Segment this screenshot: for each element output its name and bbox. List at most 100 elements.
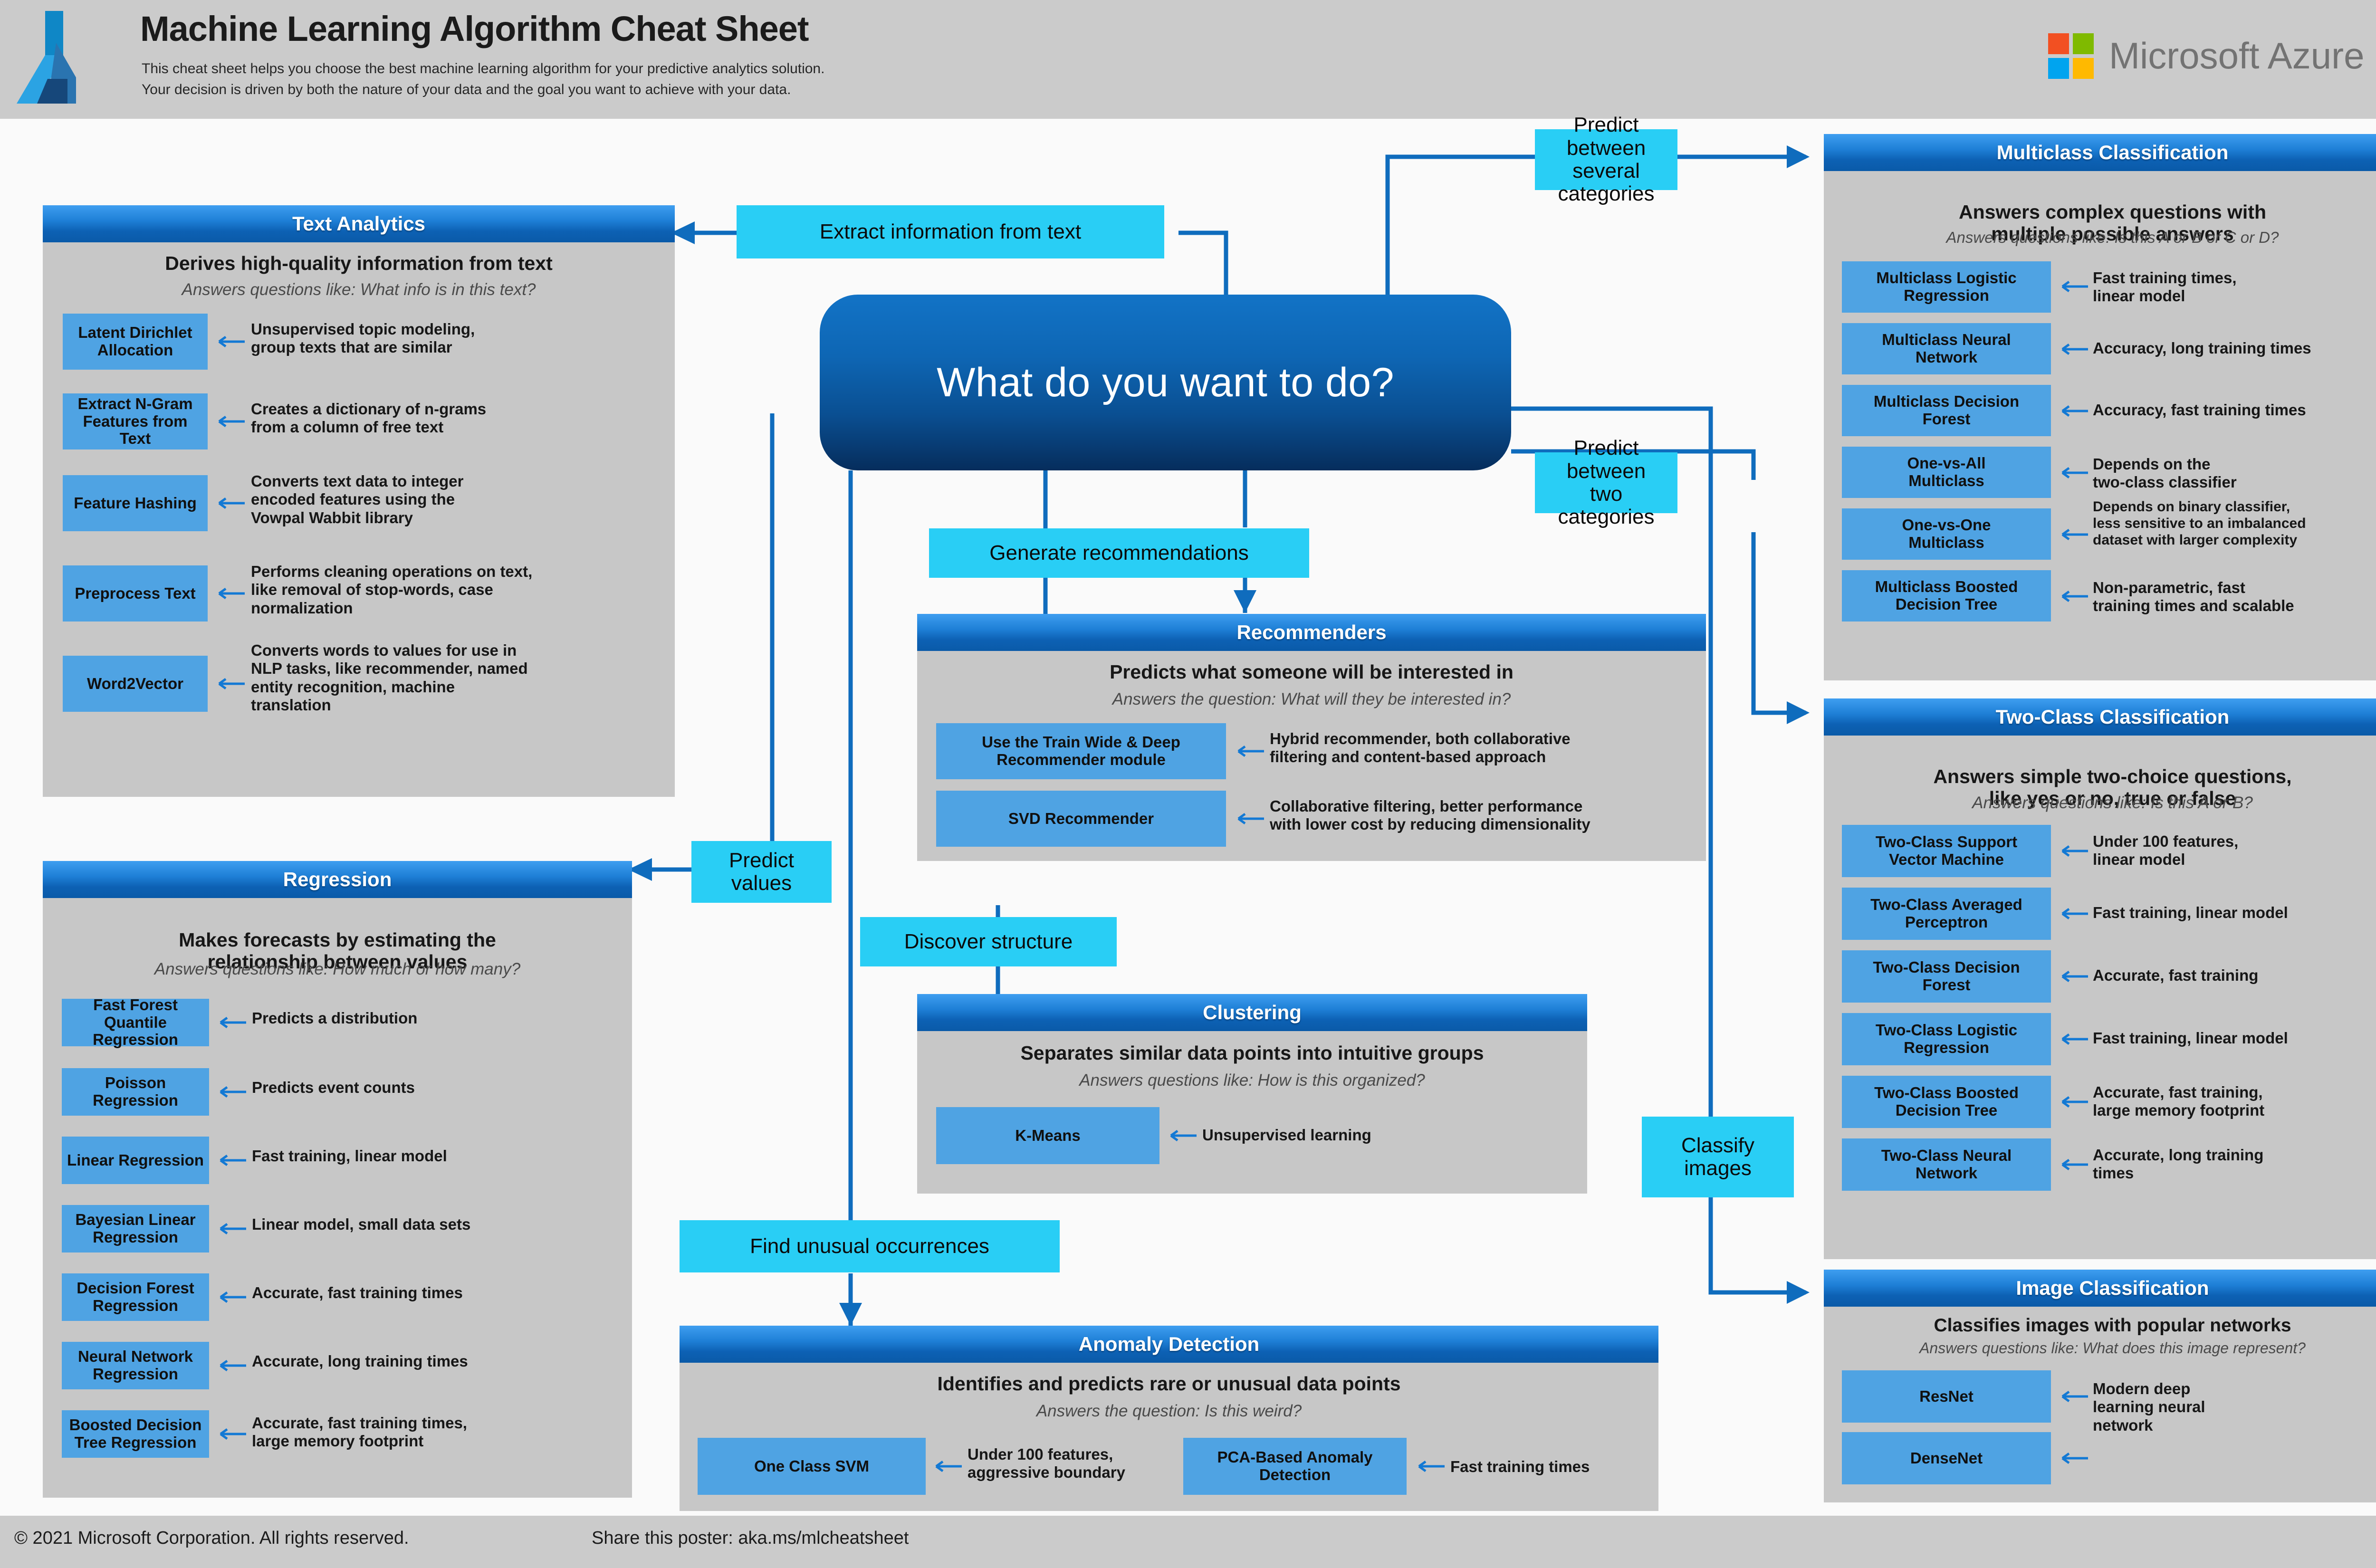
decision-label-generate-recommendations[interactable]: Generate recommendations: [929, 528, 1309, 578]
arrow-left-icon: [218, 587, 245, 600]
algorithm-chip-two-class-decision-forest[interactable]: Two-Class Decision Forest: [1842, 950, 2051, 1003]
algorithm-note: Converts text data to integer encoded fe…: [251, 472, 464, 526]
algorithm-note: Non-parametric, fast training times and …: [2093, 579, 2294, 615]
page-subtitle-line2: Your decision is driven by both the natu…: [142, 82, 791, 97]
algorithm-chip-neural-network-regression[interactable]: Neural Network Regression: [62, 1342, 209, 1389]
microsoft-square-red: [2048, 33, 2069, 54]
decision-label-find-unusual-occurrences[interactable]: Find unusual occurrences: [680, 1220, 1060, 1272]
algorithm-chip-preprocess-text[interactable]: Preprocess Text: [63, 565, 208, 621]
algorithm-chip-decision-forest-regression[interactable]: Decision Forest Regression: [62, 1273, 209, 1321]
algorithm-chip-densenet[interactable]: DenseNet: [1842, 1432, 2051, 1484]
algorithm-chip-multiclass-logistic-regression[interactable]: Multiclass Logistic Regression: [1842, 261, 2051, 313]
arrow-left-icon: [2061, 1096, 2088, 1108]
algorithm-note: Accuracy, fast training times: [2093, 401, 2306, 419]
azure-logo-icon: [17, 11, 76, 104]
algorithm-chip-word2vector[interactable]: Word2Vector: [63, 656, 208, 712]
panel-recommenders: Recommenders Predicts what someone will …: [917, 614, 1706, 861]
panel-clustering: Clustering Separates similar data points…: [917, 994, 1587, 1194]
algorithm-note: Collaborative filtering, better performa…: [1270, 797, 1590, 833]
algorithm-note: Creates a dictionary of n-grams from a c…: [251, 400, 487, 436]
algorithm-chip-k-means[interactable]: K-Means: [936, 1107, 1159, 1164]
algorithm-chip-one-class-svm[interactable]: One Class SVM: [698, 1438, 926, 1495]
algorithm-chip-feature-hashing[interactable]: Feature Hashing: [63, 475, 208, 531]
arrow-left-icon: [2061, 845, 2088, 857]
arrow-left-icon: [220, 1359, 246, 1372]
decision-label-predict-several-categories[interactable]: Predict between several categories: [1535, 114, 1677, 205]
algorithm-chip-multiclass-boosted-decision-tree[interactable]: Multiclass Boosted Decision Tree: [1842, 570, 2051, 621]
panel-answers-line: Answers questions like: Is this A or B?: [1972, 794, 2253, 812]
algorithm-chip-boosted-decision-tree-regression[interactable]: Boosted Decision Tree Regression: [62, 1410, 209, 1458]
algorithm-chip-poisson-regression[interactable]: Poisson Regression: [62, 1068, 209, 1116]
decision-label-extract-text[interactable]: Extract information from text: [737, 205, 1164, 258]
decision-label-extract-text-value: Extract information from text: [819, 220, 1082, 243]
arrow-left-icon: [220, 1154, 246, 1166]
algorithm-note: Accurate, fast training times: [252, 1284, 463, 1301]
algorithm-chip-latent-dirichlet-allocation[interactable]: Latent Dirichlet Allocation: [63, 314, 208, 370]
algorithm-note: Accurate, fast training: [2093, 966, 2259, 984]
algorithm-chip-two-class-boosted-decision-tree[interactable]: Two-Class Boosted Decision Tree: [1842, 1076, 2051, 1128]
arrow-left-icon: [2061, 467, 2088, 479]
panel-regression: Regression Makes forecasts by estimating…: [43, 861, 632, 1498]
algorithm-note: Unsupervised learning: [1202, 1126, 1371, 1144]
algorithm-note: Depends on binary classifier, less sensi…: [2093, 499, 2306, 548]
algorithm-chip-two-class-neural-network[interactable]: Two-Class Neural Network: [1842, 1138, 2051, 1191]
algorithm-chip-bayesian-linear-regression[interactable]: Bayesian Linear Regression: [62, 1205, 209, 1252]
page-header: Machine Learning Algorithm Cheat Sheet T…: [0, 0, 2376, 119]
algorithm-chip-two-class-averaged-perceptron[interactable]: Two-Class Averaged Perceptron: [1842, 888, 2051, 940]
panel-description: Separates similar data points into intui…: [1020, 1042, 1484, 1064]
algorithm-chip-resnet[interactable]: ResNet: [1842, 1370, 2051, 1423]
algorithm-note: Unsupervised topic modeling, group texts…: [251, 320, 475, 356]
algorithm-note: Hybrid recommender, both collaborative f…: [1270, 730, 1571, 766]
decision-label-generate-recommendations-value: Generate recommendations: [989, 541, 1249, 564]
decision-label-discover-structure[interactable]: Discover structure: [860, 917, 1117, 966]
panel-title-text: Multiclass Classification: [1996, 141, 2229, 163]
microsoft-square-blue: [2048, 58, 2069, 79]
decision-label-predict-values-value: Predict values: [729, 848, 794, 895]
panel-answers-line: Answers questions like: What info is in …: [182, 280, 536, 299]
algorithm-note: Fast training, linear model: [2093, 1029, 2288, 1047]
algorithm-chip-two-class-logistic-regression[interactable]: Two-Class Logistic Regression: [1842, 1013, 2051, 1065]
panel-image-classification: Image Classification Classifies images w…: [1824, 1270, 2376, 1502]
panel-title-text: Anomaly Detection: [1078, 1333, 1260, 1355]
algorithm-note: Fast training, linear model: [252, 1147, 447, 1165]
algorithm-note: Accurate, fast training times, large mem…: [252, 1414, 467, 1450]
algorithm-chip-one-vs-all-multiclass[interactable]: One-vs-All Multiclass: [1842, 447, 2051, 498]
algorithm-chip-fast-forest-quantile-regression[interactable]: Fast Forest Quantile Regression: [62, 996, 209, 1048]
footer-copyright: © 2021 Microsoft Corporation. All rights…: [14, 1528, 409, 1548]
algorithm-chip-two-class-support-vector-machine[interactable]: Two-Class Support Vector Machine: [1842, 825, 2051, 877]
algorithm-note: Performs cleaning operations on text, li…: [251, 563, 533, 617]
algorithm-note: Predicts a distribution: [252, 1009, 418, 1027]
decision-label-predict-values[interactable]: Predict values: [691, 841, 832, 903]
decision-label-classify-images-value: Classify images: [1681, 1133, 1755, 1180]
algorithm-chip-linear-regression[interactable]: Linear Regression: [62, 1137, 209, 1184]
panel-description: Predicts what someone will be interested…: [1110, 661, 1514, 683]
algorithm-chip-multiclass-decision-forest[interactable]: Multiclass Decision Forest: [1842, 385, 2051, 436]
algorithm-chip-train-wide-and-deep-recommender[interactable]: Use the Train Wide & Deep Recommender mo…: [936, 723, 1226, 779]
panel-title-text: Clustering: [1203, 1001, 1302, 1023]
algorithm-chip-extract-n-gram-features-from-text[interactable]: Extract N-Gram Features from Text: [63, 393, 208, 449]
panel-answers-line: Answers questions like: How is this orga…: [1079, 1071, 1425, 1090]
algorithm-chip-multiclass-neural-network[interactable]: Multiclass Neural Network: [1842, 323, 2051, 374]
algorithm-note: Predicts event counts: [252, 1079, 415, 1096]
panel-multiclass-classification: Multiclass Classification Answers comple…: [1824, 134, 2376, 680]
decision-label-classify-images[interactable]: Classify images: [1642, 1117, 1794, 1197]
microsoft-azure-logo: Microsoft Azure: [2048, 29, 2376, 86]
algorithm-note: Depends on the two-class classifier: [2093, 455, 2237, 491]
arrow-left-icon: [2061, 908, 2088, 920]
arrow-left-icon: [2061, 405, 2088, 417]
decision-label-discover-structure-value: Discover structure: [904, 929, 1073, 953]
panel-answers-line: Answers questions like: What does this i…: [1919, 1339, 2306, 1357]
algorithm-chip-svd-recommender[interactable]: SVD Recommender: [936, 791, 1226, 847]
footer-share-link[interactable]: Share this poster: aka.ms/mlcheatsheet: [592, 1528, 909, 1548]
microsoft-square-green: [2073, 33, 2094, 54]
algorithm-chip-one-vs-one-multiclass[interactable]: One-vs-One Multiclass: [1842, 508, 2051, 560]
arrow-left-icon: [220, 1291, 246, 1303]
algorithm-note: Converts words to values for use in NLP …: [251, 641, 528, 714]
panel-description: Makes forecasts by estimating the relati…: [179, 928, 496, 973]
algorithm-chip-pca-based-anomaly-detection[interactable]: PCA-Based Anomaly Detection: [1183, 1438, 1407, 1495]
arrow-left-icon: [2061, 1452, 2088, 1464]
decision-label-predict-two-categories[interactable]: Predict between two categories: [1535, 437, 1677, 528]
decision-label-find-unusual-occurrences-value: Find unusual occurrences: [750, 1234, 989, 1258]
arrow-left-icon: [1237, 813, 1264, 825]
